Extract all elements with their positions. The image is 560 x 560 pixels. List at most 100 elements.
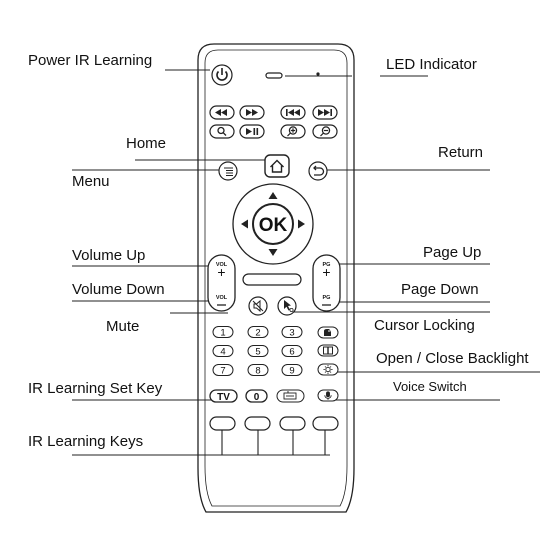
zoom-in-icon [287,126,298,137]
numpad-key-7[interactable]: 7 [212,364,234,377]
info-icon [323,346,333,355]
power-icon [216,68,228,81]
return-button[interactable] [308,161,328,181]
play-pause-button[interactable] [239,124,265,139]
numpad-key-label: 7 [220,366,225,377]
numpad-key-label: 8 [255,366,260,377]
mute-icon [252,299,264,313]
callout-ir-learning-keys: IR Learning Keys [28,433,144,450]
arrow-down-icon[interactable] [268,249,278,256]
tv-ir-set-button[interactable]: TV [209,389,238,403]
fast-forward-button[interactable] [239,105,265,120]
numpad-key-label: 1 [220,328,225,339]
search-button[interactable] [209,124,235,139]
callout-menu: Menu [72,173,110,190]
ir-learning-key-3[interactable] [279,416,306,431]
skip-previous-icon [286,109,300,116]
numpad-key-label: 6 [289,347,294,358]
numpad-key-label: 5 [255,347,260,358]
media-row-2 [209,124,338,139]
volume-plus-glyph: + [217,264,225,280]
numpad: 1 2 3 4 5 6 7 8 9 [209,326,339,403]
callout-cursor-locking: Cursor Locking [374,317,475,334]
zoom-in-button[interactable] [280,124,306,139]
ir-learning-key-2[interactable] [244,416,271,431]
backlight-icon [323,365,333,374]
ir-learning-keys [209,416,339,431]
info-button[interactable] [317,344,339,357]
numpad-key-5[interactable]: 5 [247,345,269,358]
fast-forward-icon [246,109,258,116]
numpad-key-2[interactable]: 2 [247,326,269,339]
mouse-mode-button[interactable] [317,326,339,339]
ok-label: OK [259,215,288,236]
numpad-key-4[interactable]: 4 [212,345,234,358]
page-plus-glyph: + [322,264,330,280]
numpad-key-label: 9 [289,366,294,377]
speaker-slot [242,273,302,286]
callout-volume-up: Volume Up [72,247,146,264]
mute-button[interactable] [248,296,268,316]
page-down-label: PG [323,295,331,301]
power-button[interactable] [211,64,233,86]
callout-power-ir-learning: Power IR Learning [28,52,153,69]
numpad-key-1[interactable]: 1 [212,326,234,339]
cursor-icon [284,300,294,312]
callout-ir-learning-set-key: IR Learning Set Key [28,380,163,397]
arrow-right-icon[interactable] [298,219,305,229]
keyboard-button[interactable] [276,389,305,403]
numpad-key-3[interactable]: 3 [281,326,303,339]
backlight-button[interactable] [317,363,339,376]
numpad-key-8[interactable]: 8 [247,364,269,377]
ok-button[interactable] [252,203,294,245]
microphone-icon [324,391,332,400]
zoom-out-button[interactable] [312,124,338,139]
skip-previous-button[interactable] [280,105,306,120]
return-icon [313,165,325,176]
ir-learning-key-4[interactable] [312,416,339,431]
skip-next-icon [318,109,332,116]
menu-icon [224,167,233,176]
play-pause-icon [246,128,259,135]
callout-page-down: Page Down [401,281,479,298]
mouse-icon [324,329,331,336]
volume-up-label: VOL [216,262,228,268]
arrow-up-icon[interactable] [268,192,278,199]
page-rocker[interactable]: PG + PG [312,254,341,312]
callout-page-up: Page Up [423,244,482,261]
callout-led-indicator: LED Indicator [386,56,477,73]
callout-voice-switch: Voice Switch [393,379,467,394]
zero-label: 0 [254,392,260,403]
numpad-key-label: 3 [289,328,294,339]
keyboard-icon [283,391,297,400]
tv-label: TV [217,392,230,403]
callout-mute: Mute [106,318,140,335]
zero-button[interactable]: 0 [245,389,268,403]
numpad-key-label: 4 [220,347,225,358]
led-indicator [265,72,320,79]
d-pad: OK [232,183,314,265]
ir-learning-key-1[interactable] [209,416,236,431]
search-icon [217,126,227,136]
media-row-1 [209,105,338,120]
arrow-left-icon[interactable] [241,219,248,229]
cursor-lock-button[interactable] [277,296,297,316]
voice-button[interactable] [317,389,339,402]
callout-home: Home [126,135,167,152]
home-icon [270,159,284,173]
rewind-button[interactable] [209,105,235,120]
skip-next-button[interactable] [312,105,338,120]
home-button[interactable] [264,154,290,178]
volume-down-label: VOL [216,295,228,301]
volume-rocker[interactable]: VOL + VOL [207,254,236,312]
remote-body [197,43,355,513]
rewind-icon [215,109,227,116]
callout-volume-down: Volume Down [72,281,165,298]
menu-button[interactable] [218,161,238,181]
page-up-label: PG [323,262,331,268]
callout-lines [72,69,540,456]
numpad-key-6[interactable]: 6 [281,345,303,358]
numpad-key-9[interactable]: 9 [281,364,303,377]
